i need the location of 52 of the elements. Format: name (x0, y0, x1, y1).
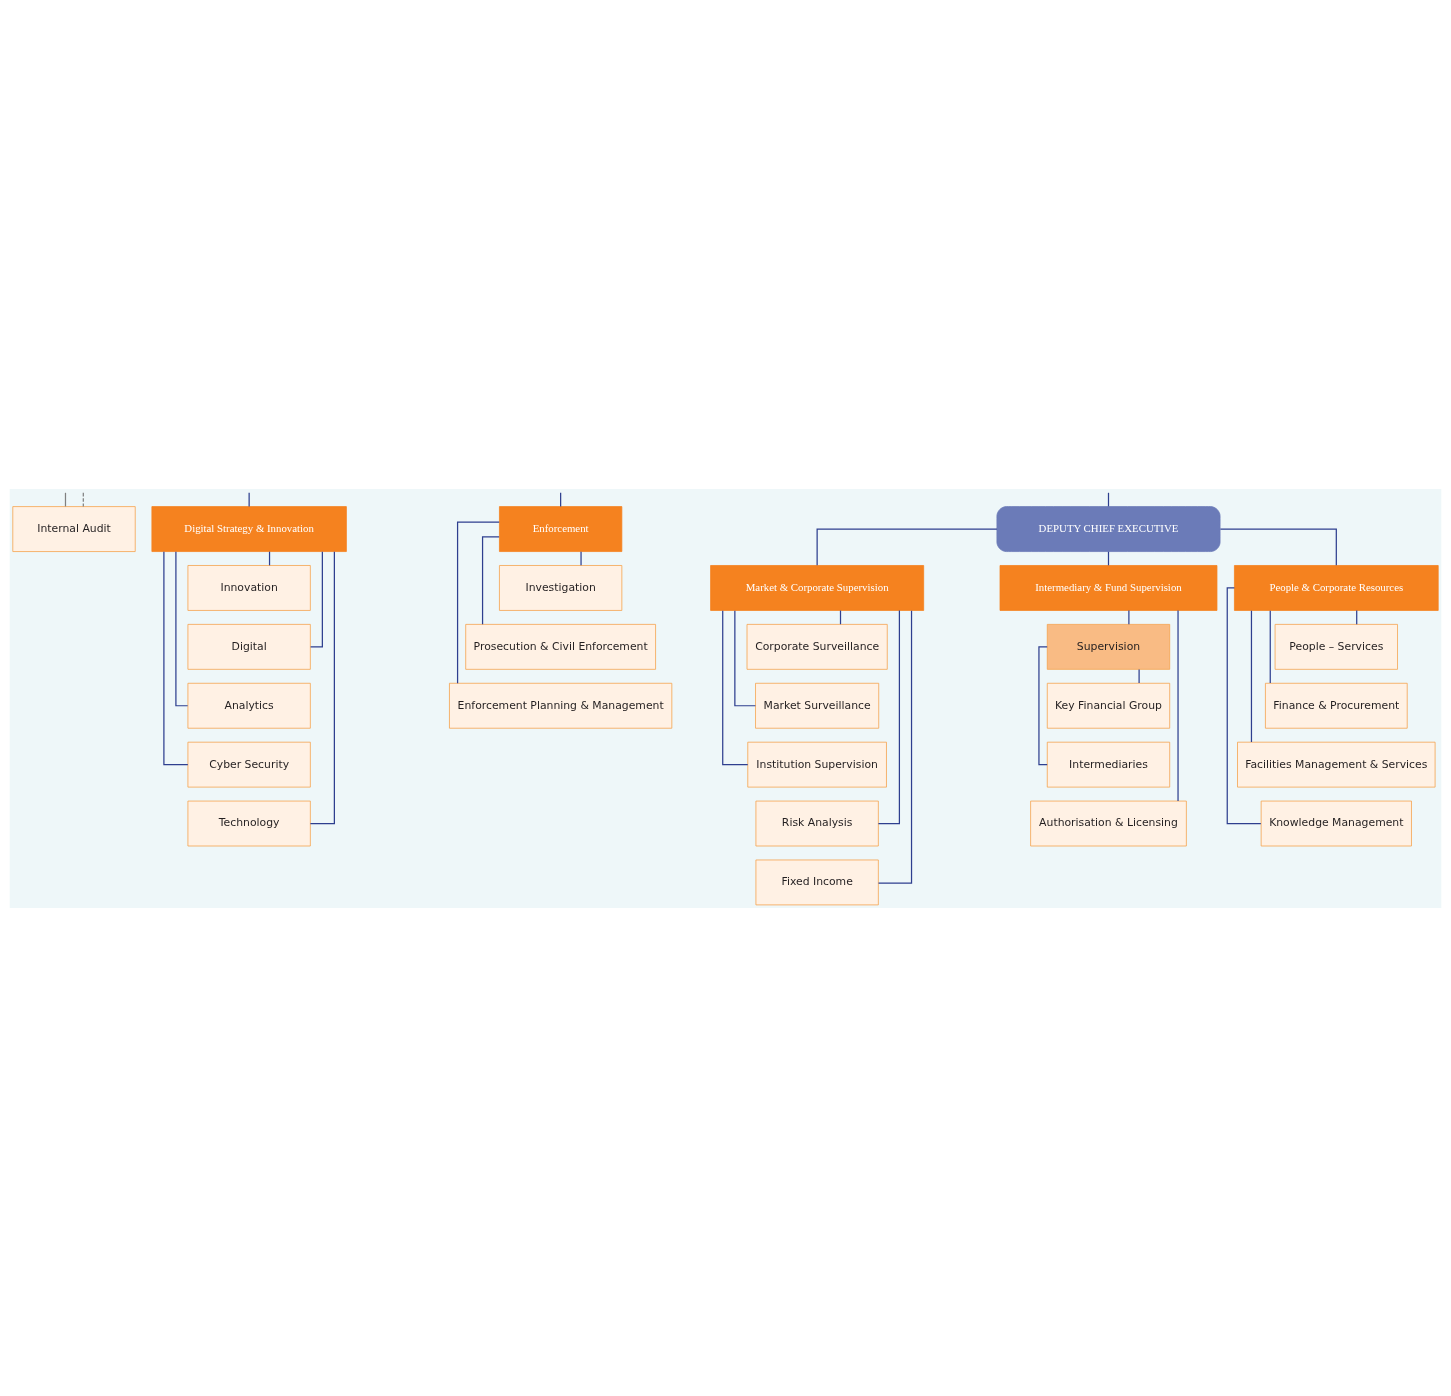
connector (816, 527, 998, 566)
node-box: Intermediary & Fund Supervision (999, 564, 1218, 611)
connector (1226, 586, 1262, 824)
node-box: Corporate Surveillance (746, 623, 888, 670)
node-box: Supervision (1046, 623, 1171, 670)
connector (1107, 491, 1110, 507)
connector (722, 609, 749, 765)
node-box: Innovation (187, 564, 311, 611)
connector (310, 550, 323, 647)
node-box: People – Services (1274, 623, 1398, 670)
connector (175, 550, 189, 706)
connector (309, 550, 335, 824)
node-box: Market & Corporate Supervision (710, 564, 925, 611)
connector (1177, 609, 1179, 802)
node-box: Cyber Security (187, 741, 311, 787)
node-box: Internal Audit (12, 505, 136, 552)
node-box: Finance & Procurement (1265, 682, 1408, 729)
node-box: Institution Supervision (747, 741, 887, 787)
node-box: Technology (187, 800, 311, 846)
node-box: Digital Strategy & Innovation (151, 505, 347, 552)
node-box: Investigation (499, 564, 623, 611)
connector (1038, 645, 1048, 765)
connector (1250, 609, 1253, 743)
connector (82, 491, 84, 507)
node-box: Key Financial Group (1046, 682, 1171, 729)
connector (734, 609, 757, 706)
connector (248, 491, 250, 507)
connector (64, 491, 67, 507)
node-box: Enforcement (499, 505, 623, 552)
node-box: Analytics (187, 682, 311, 729)
node-box: Knowledge Management (1260, 800, 1412, 846)
node-box: Enforcement Planning & Management (449, 682, 673, 729)
connector (1269, 609, 1271, 684)
connector (877, 609, 900, 824)
node-box: Risk Analysis (755, 800, 879, 846)
node-box: Fixed Income (755, 859, 879, 905)
node-box: Facilities Management & Services (1237, 741, 1436, 787)
connector (456, 521, 500, 684)
node-box: Digital (187, 623, 311, 670)
node-box: Market Surveillance (755, 682, 880, 729)
node-box: Intermediaries (1046, 741, 1171, 787)
node-box: Prosecution & Civil Enforcement (465, 623, 656, 670)
connector (1219, 527, 1337, 566)
node-box: People & Corporate Resources (1234, 564, 1439, 611)
connector (1128, 609, 1130, 625)
connector (481, 535, 500, 625)
node-box: DEPUTY CHIEF EXECUTIVE (996, 505, 1221, 552)
connector (163, 550, 189, 765)
connector (580, 550, 582, 566)
connector (1138, 668, 1140, 684)
node-box: Authorisation & Licensing (1030, 800, 1187, 846)
connector (877, 609, 913, 884)
